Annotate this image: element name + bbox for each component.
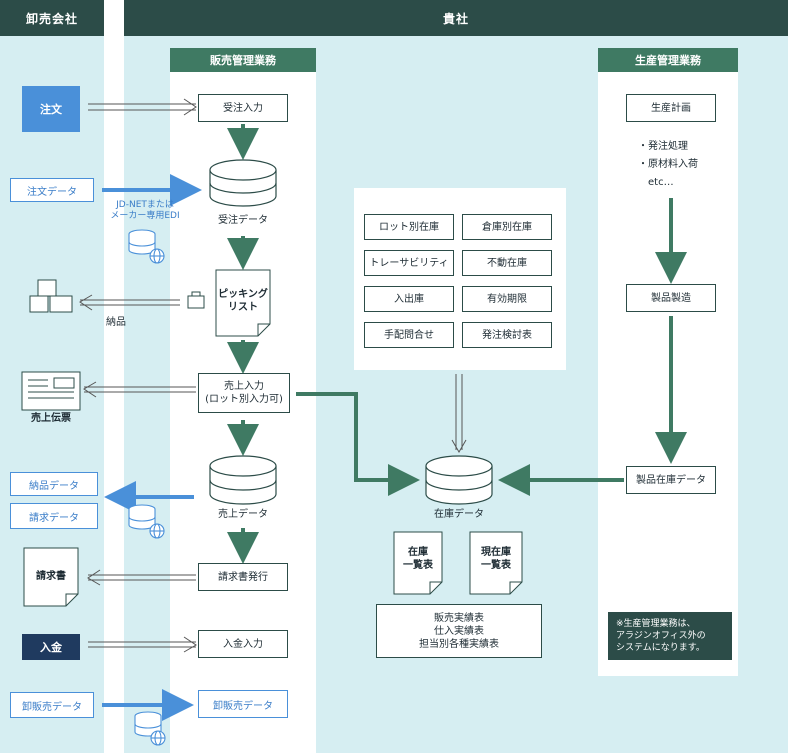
task-etc: etc…: [648, 177, 674, 188]
feature-order-review: 発注検討表: [462, 322, 552, 348]
sales-slip-label: 売上伝票: [31, 413, 71, 424]
invoice-issue-box: 請求書発行: [198, 563, 288, 591]
picking-list-line1: ピッキング: [218, 289, 268, 300]
order-box: 注文: [22, 86, 80, 132]
wholesale-data-target-box: 卸販売データ: [198, 690, 288, 718]
current-stock-list-doc: 現在庫 一覧表: [470, 546, 522, 572]
product-stock-data-box: 製品在庫データ: [626, 466, 716, 494]
production-plan-box: 生産計画: [626, 94, 716, 122]
invoice-data-box: 請求データ: [10, 503, 98, 529]
feature-arrangement-inquiry: 手配問合せ: [364, 322, 454, 348]
production-note: ※生産管理業務は、 アラジンオフィス外の システムになります。: [608, 612, 732, 661]
payment-box: 入金: [22, 634, 80, 660]
order-data-box: 注文データ: [10, 178, 94, 202]
production-section-header: 生産管理業務: [598, 48, 738, 72]
sales-entry-line1: 売上入力: [224, 381, 264, 392]
task-purchase-order: ・発注処理: [638, 141, 688, 152]
note-line2: アラジンオフィス外の: [616, 631, 706, 642]
company-header: 貴社: [124, 0, 788, 36]
current-stock-line2: 一覧表: [481, 560, 511, 571]
feature-warehouse-stock: 倉庫別在庫: [462, 214, 552, 240]
current-stock-line1: 現在庫: [481, 547, 511, 558]
delivery-data-box: 納品データ: [10, 472, 98, 496]
stock-list-line1: 在庫: [408, 547, 428, 558]
feature-dead-stock: 不動在庫: [462, 250, 552, 276]
feature-expiry: 有効期限: [462, 286, 552, 312]
order-entry-box: 受注入力: [198, 94, 288, 122]
reports-box: 販売実績表 仕入実績表 担当別各種実績表: [376, 604, 542, 658]
feature-in-out: 入出庫: [364, 286, 454, 312]
sales-entry-box: 売上入力 (ロット別入力可): [198, 373, 290, 413]
sales-section-header: 販売管理業務: [170, 48, 316, 72]
note-line3: システムになります。: [616, 643, 705, 654]
stock-list-line2: 一覧表: [403, 560, 433, 571]
report-sales: 販売実績表: [434, 612, 484, 624]
sales-entry-line2: (ロット別入力可): [205, 394, 283, 405]
feature-lot-stock: ロット別在庫: [364, 214, 454, 240]
wholesale-data-box: 卸販売データ: [10, 692, 94, 718]
production-column: [598, 48, 738, 676]
order-database-label: 受注データ: [218, 215, 268, 226]
edi-caption-line2: メーカー専用EDI: [110, 211, 180, 222]
picking-list-label: ピッキング リスト: [216, 288, 270, 314]
edi-caption-line1: JD-NETまたは: [116, 200, 174, 210]
task-material-receipt: ・原材料入荷: [638, 159, 698, 170]
payment-entry-box: 入金入力: [198, 630, 288, 658]
note-line1: ※生産管理業務は、: [616, 619, 696, 629]
production-tasks: ・発注処理 ・原材料入荷 etc…: [638, 138, 728, 192]
edi-caption: JD-NETまたは メーカー専用EDI: [100, 200, 190, 223]
feature-traceability: トレーサビリティ: [364, 250, 454, 276]
wholesaler-header: 卸売会社: [0, 0, 104, 36]
delivery-label: 納品: [106, 317, 126, 328]
inventory-database-label: 在庫データ: [434, 509, 484, 520]
manufacture-box: 製品製造: [626, 284, 716, 312]
invoice-document-label: 請求書: [36, 571, 66, 582]
stock-list-doc: 在庫 一覧表: [394, 546, 442, 572]
report-purchase: 仕入実績表: [434, 625, 484, 637]
report-by-staff: 担当別各種実績表: [419, 638, 499, 650]
picking-list-line2: リスト: [228, 302, 258, 313]
sales-database-label: 売上データ: [218, 509, 268, 520]
